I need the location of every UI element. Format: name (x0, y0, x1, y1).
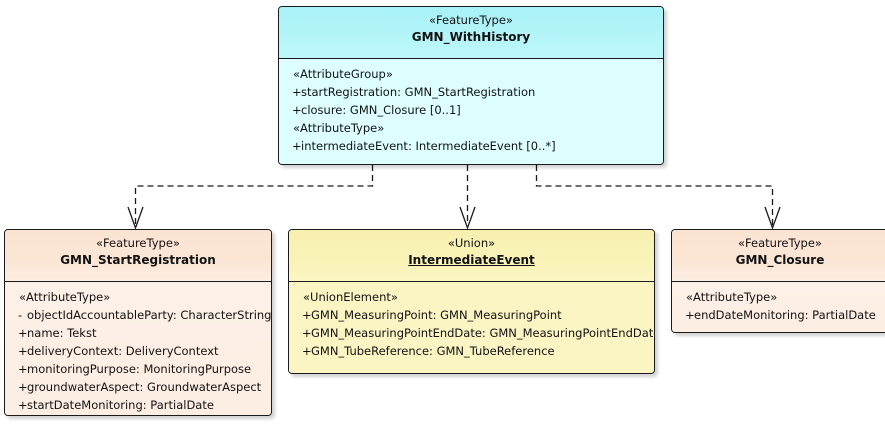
attribute-visibility: + (18, 326, 28, 340)
connector-withhistory-to-closure (535, 165, 781, 230)
class-header-intermediateevent: «Union» IntermediateEvent (289, 230, 654, 282)
attribute-text: objectIdAccountableParty: CharacterStrin… (27, 308, 271, 322)
connector-withhistory-to-startregistration (127, 165, 374, 230)
attribute-visibility: + (292, 139, 302, 153)
attribute-visibility: + (18, 398, 28, 412)
attribute-text: deliveryContext: DeliveryContext (27, 344, 219, 358)
class-box-gmn-startregistration[interactable]: «FeatureType» GMN_StartRegistration «Att… (4, 229, 272, 416)
attribute-visibility: + (18, 380, 28, 394)
attribute-visibility: + (18, 362, 28, 376)
attribute-visibility: + (302, 326, 312, 340)
attribute-row[interactable]: + endDateMonitoring: PartialDate (672, 306, 885, 324)
attribute-text: GMN_MeasuringPointEndDate: GMN_Measuring… (311, 326, 654, 340)
attribute-visibility: - (18, 308, 23, 322)
attribute-text: groundwaterAspect: GroundwaterAspect (27, 380, 262, 394)
class-stereotype: «FeatureType» (429, 13, 513, 27)
class-box-intermediateevent[interactable]: «Union» IntermediateEvent «UnionElement»… (288, 229, 655, 374)
class-stereotype: «FeatureType» (96, 236, 180, 250)
class-name: GMN_Closure (735, 253, 825, 267)
attribute-row[interactable]: + GMN_TubeReference: GMN_TubeReference (289, 342, 654, 360)
class-name: GMN_StartRegistration (60, 253, 216, 267)
class-header-gmn-startregistration: «FeatureType» GMN_StartRegistration (5, 230, 271, 282)
attribute-visibility: + (685, 308, 695, 322)
attribute-row[interactable]: + startRegistration: GMN_StartRegistrati… (279, 83, 663, 101)
class-stereotype: «Union» (447, 236, 496, 250)
attribute-visibility: + (292, 103, 302, 117)
attribute-row[interactable]: + deliveryContext: DeliveryContext (5, 342, 271, 360)
attribute-visibility: + (302, 344, 312, 358)
attribute-row[interactable]: + groundwaterAspect: GroundwaterAspect (5, 378, 271, 396)
attribute-text: monitoringPurpose: MonitoringPurpose (27, 362, 252, 376)
class-header-gmn-closure: «FeatureType» GMN_Closure (672, 230, 885, 282)
attribute-visibility: + (292, 85, 302, 99)
attribute-row[interactable]: + GMN_MeasuringPointEndDate: GMN_Measuri… (289, 324, 654, 342)
attribute-text: closure: GMN_Closure [0..1] (301, 103, 461, 117)
attribute-row[interactable]: + name: Tekst (5, 324, 271, 342)
attribute-row[interactable]: + closure: GMN_Closure [0..1] (279, 101, 663, 119)
attribute-text: endDateMonitoring: PartialDate (694, 308, 876, 322)
attribute-text: intermediateEvent: IntermediateEvent [0.… (301, 139, 556, 153)
attribute-row[interactable]: + GMN_MeasuringPoint: GMN_MeasuringPoint (289, 306, 654, 324)
class-header-gmn-withhistory: «FeatureType» GMN_WithHistory (279, 7, 663, 59)
attribute-text: startRegistration: GMN_StartRegistration (301, 85, 536, 99)
attribute-text: startDateMonitoring: PartialDate (27, 398, 214, 412)
class-name: IntermediateEvent (408, 253, 535, 267)
attribute-text: GMN_TubeReference: GMN_TubeReference (311, 344, 555, 358)
attribute-row[interactable]: - objectIdAccountableParty: CharacterStr… (5, 306, 271, 324)
class-body-intermediateevent: «UnionElement» + GMN_MeasuringPoint: GMN… (289, 282, 654, 373)
attribute-row[interactable]: + startDateMonitoring: PartialDate (5, 396, 271, 414)
attribute-visibility: + (18, 344, 28, 358)
attribute-group-label: «AttributeGroup» (293, 67, 393, 81)
attribute-visibility: + (302, 308, 312, 322)
attribute-row[interactable]: + monitoringPurpose: MonitoringPurpose (5, 360, 271, 378)
attribute-text: name: Tekst (27, 326, 97, 340)
class-box-gmn-withhistory[interactable]: «FeatureType» GMN_WithHistory «Attribute… (278, 6, 664, 165)
class-body-gmn-withhistory: «AttributeGroup» + startRegistration: GM… (279, 59, 663, 164)
attribute-group-label: «UnionElement» (303, 290, 398, 304)
attribute-text: GMN_MeasuringPoint: GMN_MeasuringPoint (311, 308, 562, 322)
class-body-gmn-closure: «AttributeType» + endDateMonitoring: Par… (672, 282, 885, 332)
attribute-row[interactable]: + intermediateEvent: IntermediateEvent [… (279, 137, 663, 155)
connector-withhistory-to-intermediateevent (459, 165, 476, 230)
attribute-group-label: «AttributeType» (686, 290, 778, 304)
class-name: GMN_WithHistory (411, 30, 531, 44)
class-stereotype: «FeatureType» (738, 236, 822, 250)
attribute-group-label: «AttributeType» (293, 121, 385, 135)
class-box-gmn-closure[interactable]: «FeatureType» GMN_Closure «AttributeType… (671, 229, 885, 333)
class-body-gmn-startregistration: «AttributeType» - objectIdAccountablePar… (5, 282, 271, 415)
attribute-group-label: «AttributeType» (19, 290, 111, 304)
